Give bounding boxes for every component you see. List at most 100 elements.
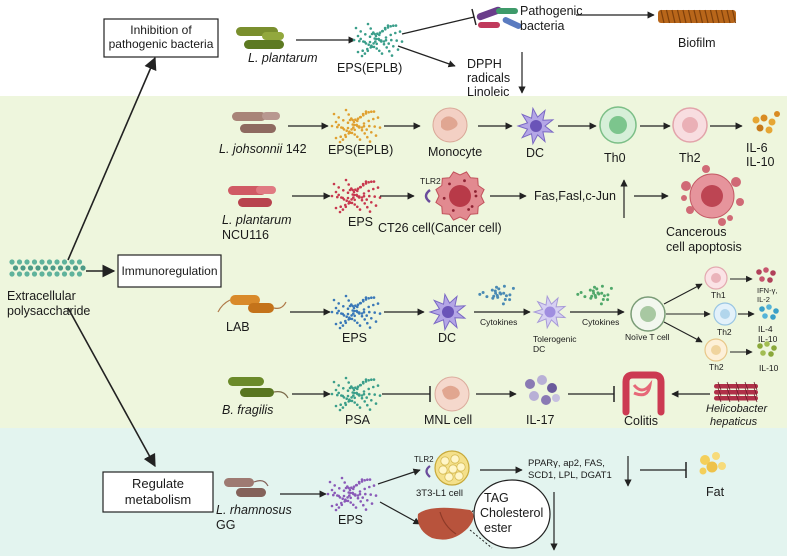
arrow-to-inhibition	[67, 56, 157, 261]
row2-bacterium-label: L. johsonnii 142	[219, 142, 307, 156]
arrow-r4-th2b	[663, 321, 703, 343]
row2-eps-label: EPS(EPLB)	[328, 143, 393, 157]
fat-icon	[699, 452, 726, 475]
cytokines-dots-icon	[478, 284, 515, 306]
row6-fat-label: Fat	[706, 485, 725, 499]
row2-th2-label: Th2	[679, 151, 701, 165]
row1-bacterium-label: L. plantarum	[248, 51, 317, 65]
cytokines-dots-icon-2	[576, 284, 613, 306]
bacteria-l-rhamnosus-icon	[224, 478, 269, 497]
row2-th0-label: Th0	[604, 151, 626, 165]
row3-cell-label: CT26 cell(Cancer cell)	[378, 221, 502, 235]
tlr2-receptor-icon	[424, 189, 431, 203]
bacteria-lab-icon	[217, 295, 287, 313]
monocyte-icon	[432, 107, 468, 143]
dc-icon-r4	[428, 292, 467, 332]
th2a-cytokine-icon	[759, 304, 779, 320]
pathogenic-bacteria-icon	[476, 6, 522, 29]
th2a-cell-icon	[713, 302, 737, 326]
arrow-r6-d	[379, 501, 421, 525]
row4-th1-label: Th1	[711, 290, 726, 300]
colon-icon	[622, 371, 665, 416]
row1-biofilm-label: Biofilm	[678, 36, 716, 50]
th0-cell-icon	[599, 106, 637, 144]
arrow-r4-th1	[663, 283, 703, 305]
eps-eplb-icon	[352, 22, 404, 58]
row2-dc-label: DC	[526, 146, 544, 160]
eps-icon-r6	[326, 476, 378, 512]
row5-bacterium-label: B. fragilis	[222, 403, 273, 417]
dc-icon	[516, 106, 555, 146]
cancer-cell-icon	[435, 171, 485, 221]
th1-cytokine-icon	[756, 267, 776, 283]
arrow-r6-b	[377, 468, 421, 485]
adipocyte-3t3-icon	[434, 450, 470, 486]
tolerogenic-dc-icon	[532, 294, 567, 330]
il17-cluster-icon	[525, 375, 560, 405]
dotted-liver-bottom	[469, 529, 493, 549]
naive-t-cell-icon	[630, 296, 666, 332]
row4-dc-label: DC	[438, 331, 456, 345]
row6-genes-label: PPARγ, ap2, FAS,SCD1, LPL, DGAT1	[528, 458, 612, 481]
tag-bubble	[473, 479, 551, 549]
arrow-to-metabolism	[67, 307, 156, 468]
category-immunoregulation: Immunoregulation	[117, 254, 222, 288]
row5-colitis-label: Colitis	[624, 414, 658, 428]
row4-cytokines2-label: Cytokines	[582, 317, 619, 327]
row4-naive-label: Noïve T cell	[625, 332, 670, 342]
row4-th1-out-label: IFN-γ,IL-2	[757, 286, 777, 304]
row4-th2b-out-label: IL-10	[759, 363, 779, 373]
bacteria-l-plantarum-ncu116-icon	[228, 186, 276, 207]
row6-cell-label: 3T3-L1 cell	[416, 488, 463, 499]
row2-monocyte-label: Monocyte	[428, 145, 482, 159]
row4-cytokines1-label: Cytokines	[480, 317, 517, 327]
bacteria-b-fragilis-icon	[228, 377, 289, 399]
row6-receptor-label: TLR2	[414, 455, 434, 464]
row4-th2a-label: Th2	[717, 327, 732, 337]
th2-cell-icon	[672, 107, 708, 143]
psa-icon	[330, 376, 382, 412]
th2b-cytokine-icon	[757, 341, 777, 357]
helicobacter-icon	[714, 381, 758, 403]
row3-eps-label: EPS	[348, 215, 373, 229]
row4-th2b-label: Th2	[709, 362, 724, 372]
eps-icon-r4	[330, 294, 382, 330]
row3-receptor-label: TLR2	[420, 176, 441, 186]
row1-eps-label: EPS(EPLB)	[337, 61, 402, 75]
biofilm-icon	[658, 9, 737, 24]
inhibit-r1	[401, 16, 475, 35]
liver-icon	[417, 507, 474, 540]
eps-eplb-icon-2	[330, 108, 382, 144]
row6-eps-label: EPS	[338, 513, 363, 527]
row4-bacterium-label: LAB	[226, 320, 250, 334]
row5-psa-label: PSA	[345, 413, 371, 427]
row4-eps-label: EPS	[342, 331, 367, 345]
row5-mnl-label: MNL cell	[424, 413, 472, 427]
inhibit-bar-r1	[471, 8, 477, 26]
cytokine-cluster-icon	[752, 111, 780, 134]
bacteria-l-plantarum-icon	[236, 27, 284, 49]
row5-il17-label: IL-17	[526, 413, 555, 427]
mnl-cell-icon	[434, 376, 470, 412]
bacteria-l-johnsonii-icon	[232, 112, 280, 133]
svg-text:Immunoregulation: Immunoregulation	[121, 264, 217, 278]
eps-icon-r3	[330, 178, 382, 214]
th2b-cell-icon	[704, 338, 728, 362]
